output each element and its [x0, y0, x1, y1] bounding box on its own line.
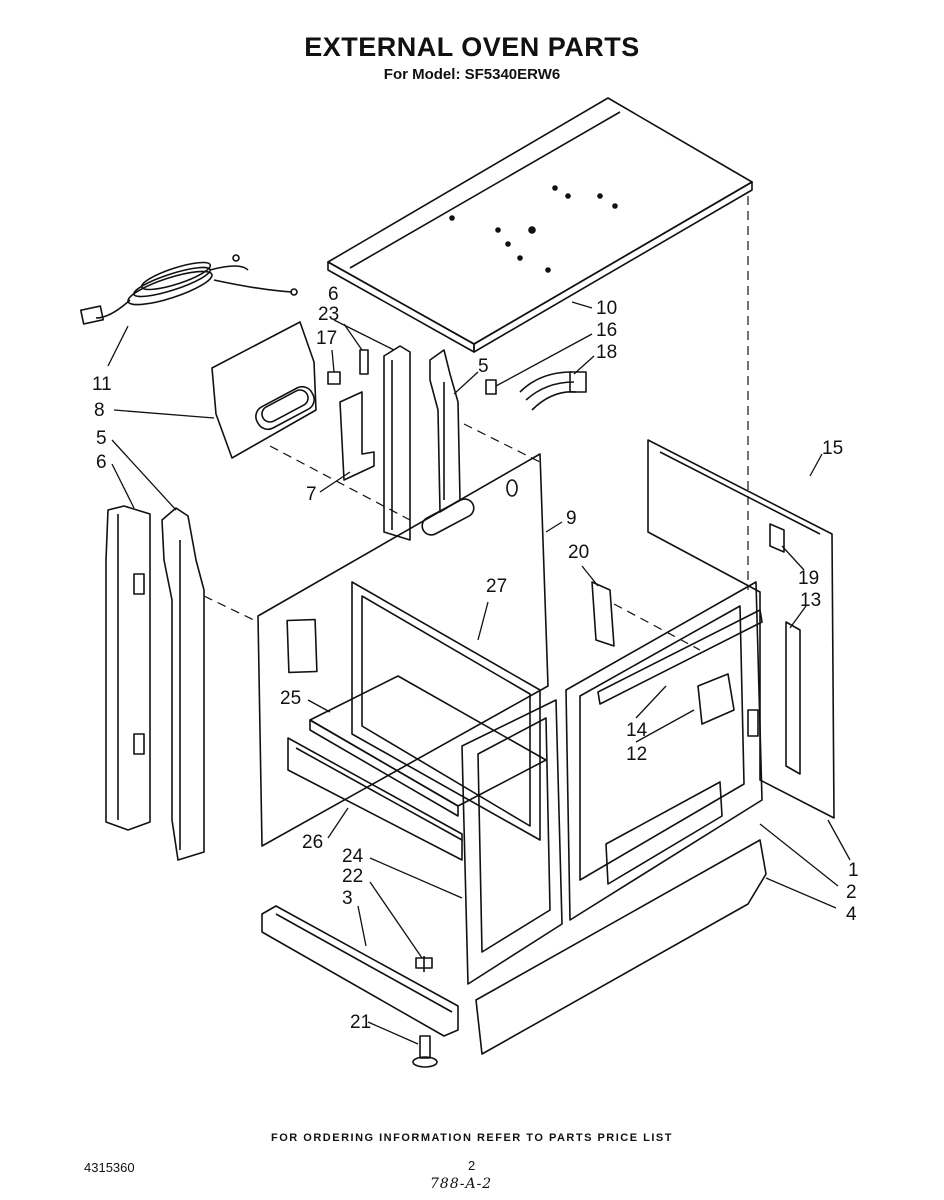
handwritten-code: 788-A-2 [430, 1176, 493, 1192]
document-number: 4315360 [84, 1160, 135, 1175]
rear-access-panel [211, 321, 317, 459]
small-brackets [327, 349, 375, 481]
callout-26: 26 [302, 832, 323, 853]
callout-10: 10 [596, 298, 617, 319]
callout-24: 24 [342, 846, 364, 867]
callout-18: 18 [596, 342, 617, 363]
callout-7: 7 [306, 484, 317, 505]
page-number: 2 [468, 1158, 476, 1173]
top-panel [327, 97, 753, 353]
base-kick-panel [475, 839, 767, 1055]
upper-side-trims [383, 345, 587, 541]
callout-13: 13 [800, 590, 821, 611]
callout-20: 20 [568, 542, 589, 563]
callout-5-upper: 5 [478, 356, 489, 377]
callout-17: 17 [316, 328, 337, 349]
rear-oven-panel [257, 453, 549, 847]
callout-16: 16 [596, 320, 617, 341]
callout-12: 12 [626, 744, 647, 765]
callout-11: 11 [92, 374, 112, 395]
callout-27: 27 [486, 576, 507, 597]
callout-6-upper: 6 [328, 284, 339, 305]
callout-23: 23 [318, 304, 339, 325]
callout-2: 2 [846, 882, 857, 903]
callout-1: 1 [848, 860, 859, 881]
front-oven-frame [461, 699, 563, 985]
lower-rail [287, 737, 463, 861]
callout-21: 21 [350, 1012, 371, 1033]
ordering-info-note: FOR ORDERING INFORMATION REFER TO PARTS … [271, 1132, 673, 1144]
callout-14: 14 [626, 720, 648, 741]
callout-8: 8 [94, 400, 105, 421]
page-title: EXTERNAL OVEN PARTS [304, 32, 640, 62]
assembly-guide-lines [203, 196, 749, 651]
base-rail-and-leveler [261, 905, 459, 1068]
callout-19: 19 [798, 568, 819, 589]
callout-25: 25 [280, 688, 301, 709]
callout-4: 4 [846, 904, 857, 925]
oven-floor [309, 675, 547, 817]
callout-5-left: 5 [96, 428, 107, 449]
right-side-panels [565, 439, 835, 921]
callout-15: 15 [822, 438, 843, 459]
callout-22: 22 [342, 866, 363, 887]
power-cord [79, 254, 298, 325]
inner-rear-frame [351, 581, 541, 841]
left-side-trims [105, 505, 205, 861]
callout-6-left: 6 [96, 452, 107, 473]
callout-9: 9 [566, 508, 577, 529]
callout-leader-lines [107, 301, 851, 1045]
callout-labels: 11 8 5 6 6 23 17 7 5 10 16 18 9 20 27 25… [92, 284, 859, 1033]
callout-3: 3 [342, 888, 353, 909]
model-subtitle: For Model: SF5340ERW6 [383, 66, 561, 83]
